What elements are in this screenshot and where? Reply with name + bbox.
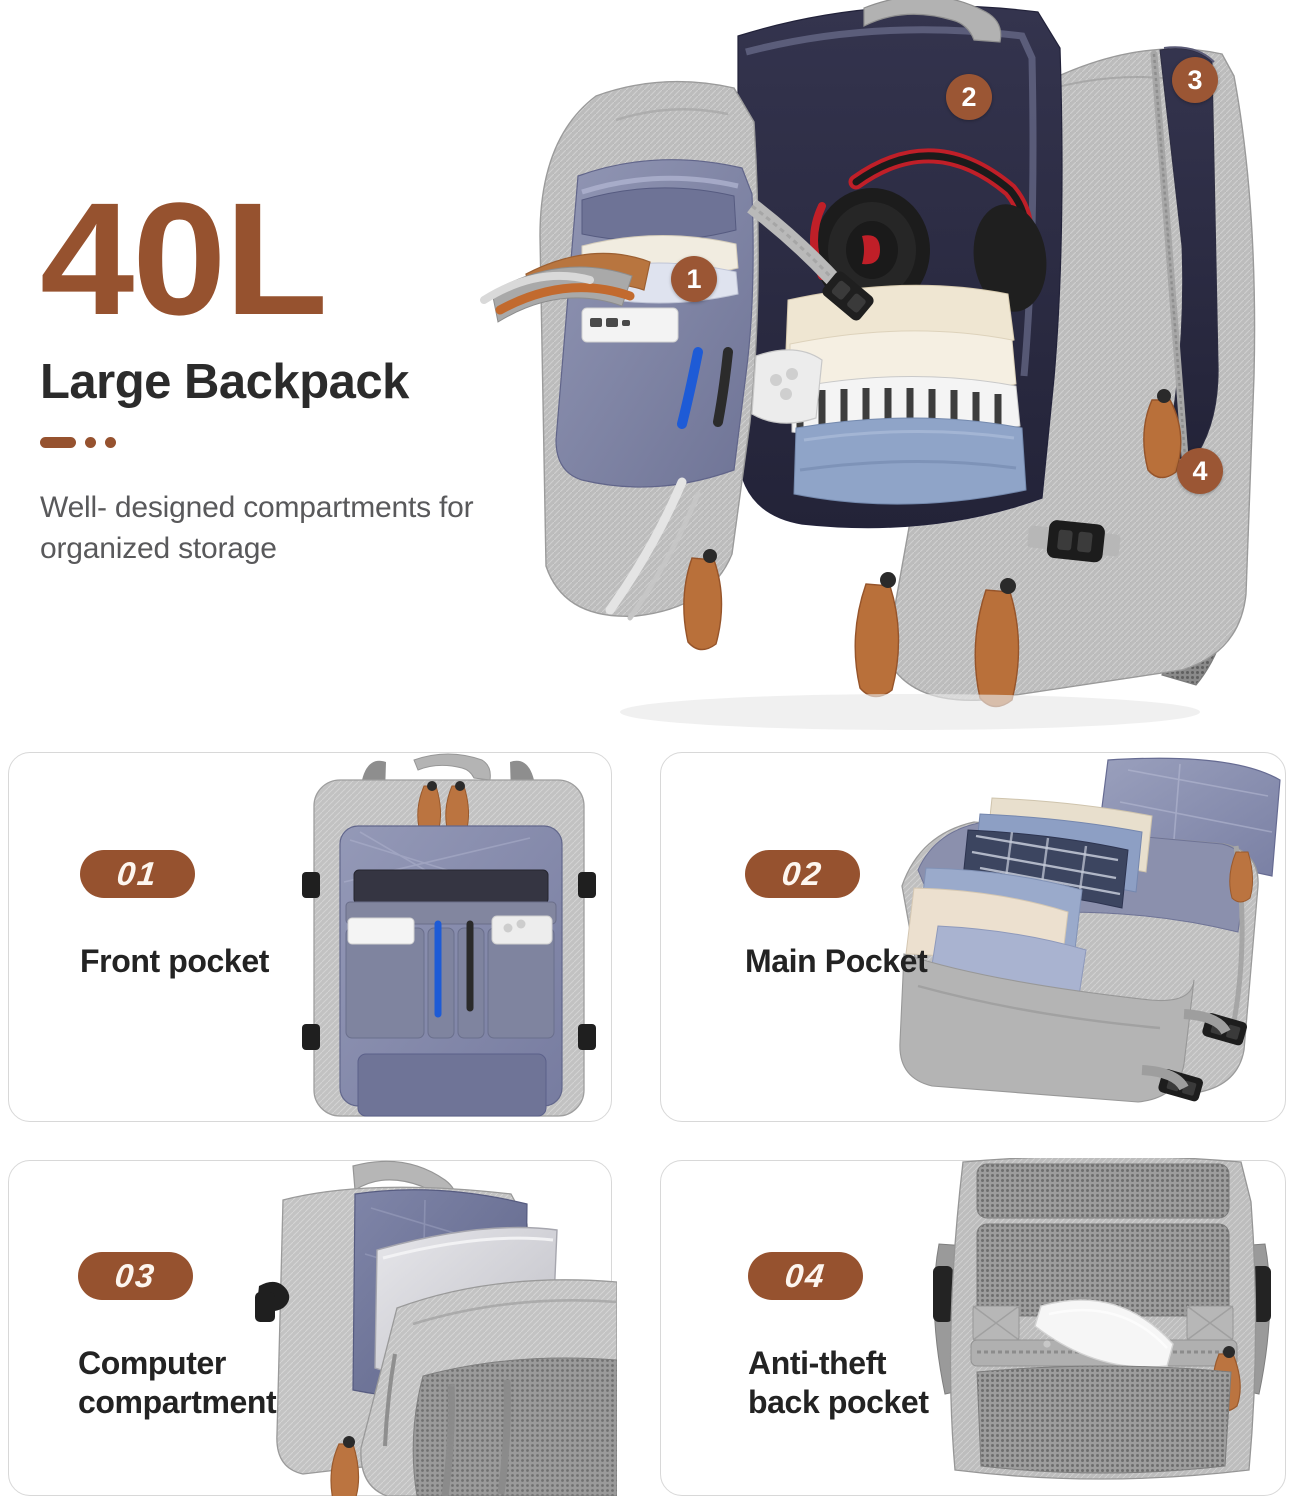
card-title-front-pocket: Front pocket xyxy=(80,943,269,979)
hero-backpack-photo xyxy=(470,0,1294,760)
hero-section: 40L Large Backpack Well- designed compar… xyxy=(0,0,1294,745)
card-label-04: 04 Anti-theft back pocket xyxy=(748,1252,929,1422)
badge-pill-01: 01 xyxy=(80,850,195,898)
callout-badge-1: 1 xyxy=(671,256,717,302)
card-title-computer-compartment: Computer compartment xyxy=(78,1345,277,1421)
callout-badge-2: 2 xyxy=(946,74,992,120)
volume-headline: 40L xyxy=(40,169,328,348)
badge-number: 02 xyxy=(780,855,825,892)
main-pocket-photo xyxy=(880,756,1290,1122)
hero-text-block: 40L Large Backpack Well- designed compar… xyxy=(40,178,570,569)
callout-badge-4: 4 xyxy=(1177,448,1223,494)
badge-pill-02: 02 xyxy=(745,850,860,898)
anti-theft-back-pocket-photo xyxy=(915,1158,1290,1496)
badge-number: 03 xyxy=(113,1257,158,1294)
card-label-02: 02 Main Pocket xyxy=(745,850,928,981)
card-label-01: 01 Front pocket xyxy=(80,850,269,981)
dot-accent-icon xyxy=(105,436,116,448)
decorative-dash-dots xyxy=(40,436,570,448)
badge-pill-03: 03 xyxy=(78,1252,193,1300)
badge-number: 04 xyxy=(783,1257,828,1294)
hero-headline: Large Backpack xyxy=(40,355,409,410)
badge-number: 01 xyxy=(115,855,160,892)
computer-compartment-photo xyxy=(245,1158,617,1496)
card-title-anti-theft-back-pocket: Anti-theft back pocket xyxy=(748,1345,929,1421)
dash-accent-icon xyxy=(40,436,76,448)
badge-pill-04: 04 xyxy=(748,1252,863,1300)
dot-accent-icon xyxy=(85,436,96,448)
card-label-03: 03 Computer compartment xyxy=(78,1252,277,1422)
callout-badge-3: 3 xyxy=(1172,57,1218,103)
front-pocket-photo xyxy=(280,752,620,1122)
card-title-main-pocket: Main Pocket xyxy=(745,943,928,979)
hero-tagline: Well- designed compartments for organize… xyxy=(40,491,474,565)
